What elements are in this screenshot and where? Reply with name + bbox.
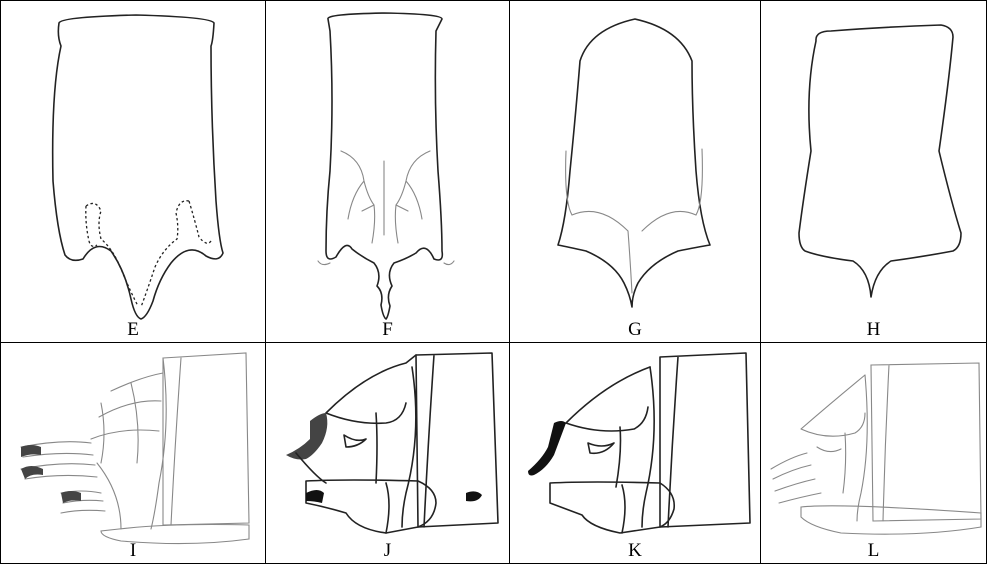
panel-g: G xyxy=(510,1,761,343)
drawing-l xyxy=(761,343,986,563)
panel-label: I xyxy=(1,541,265,561)
panel-label: G xyxy=(510,320,760,340)
drawing-g xyxy=(510,1,761,343)
panel-e: E xyxy=(1,1,266,343)
panel-label: E xyxy=(1,320,265,340)
panel-label: F xyxy=(266,320,509,340)
panel-label: H xyxy=(761,320,986,340)
drawing-j xyxy=(266,343,510,563)
panel-f: F xyxy=(266,1,510,343)
drawing-k xyxy=(510,343,761,563)
panel-label: J xyxy=(266,541,509,561)
panel-h: H xyxy=(761,1,986,343)
panel-label: K xyxy=(510,541,760,561)
panel-i: I xyxy=(1,343,266,563)
panel-k: K xyxy=(510,343,761,563)
panel-label: L xyxy=(761,541,986,561)
panel-l: L xyxy=(761,343,986,563)
drawing-e xyxy=(1,1,266,343)
drawing-i xyxy=(1,343,266,563)
drawing-h xyxy=(761,1,986,343)
panel-j: J xyxy=(266,343,510,563)
drawing-f xyxy=(266,1,510,343)
